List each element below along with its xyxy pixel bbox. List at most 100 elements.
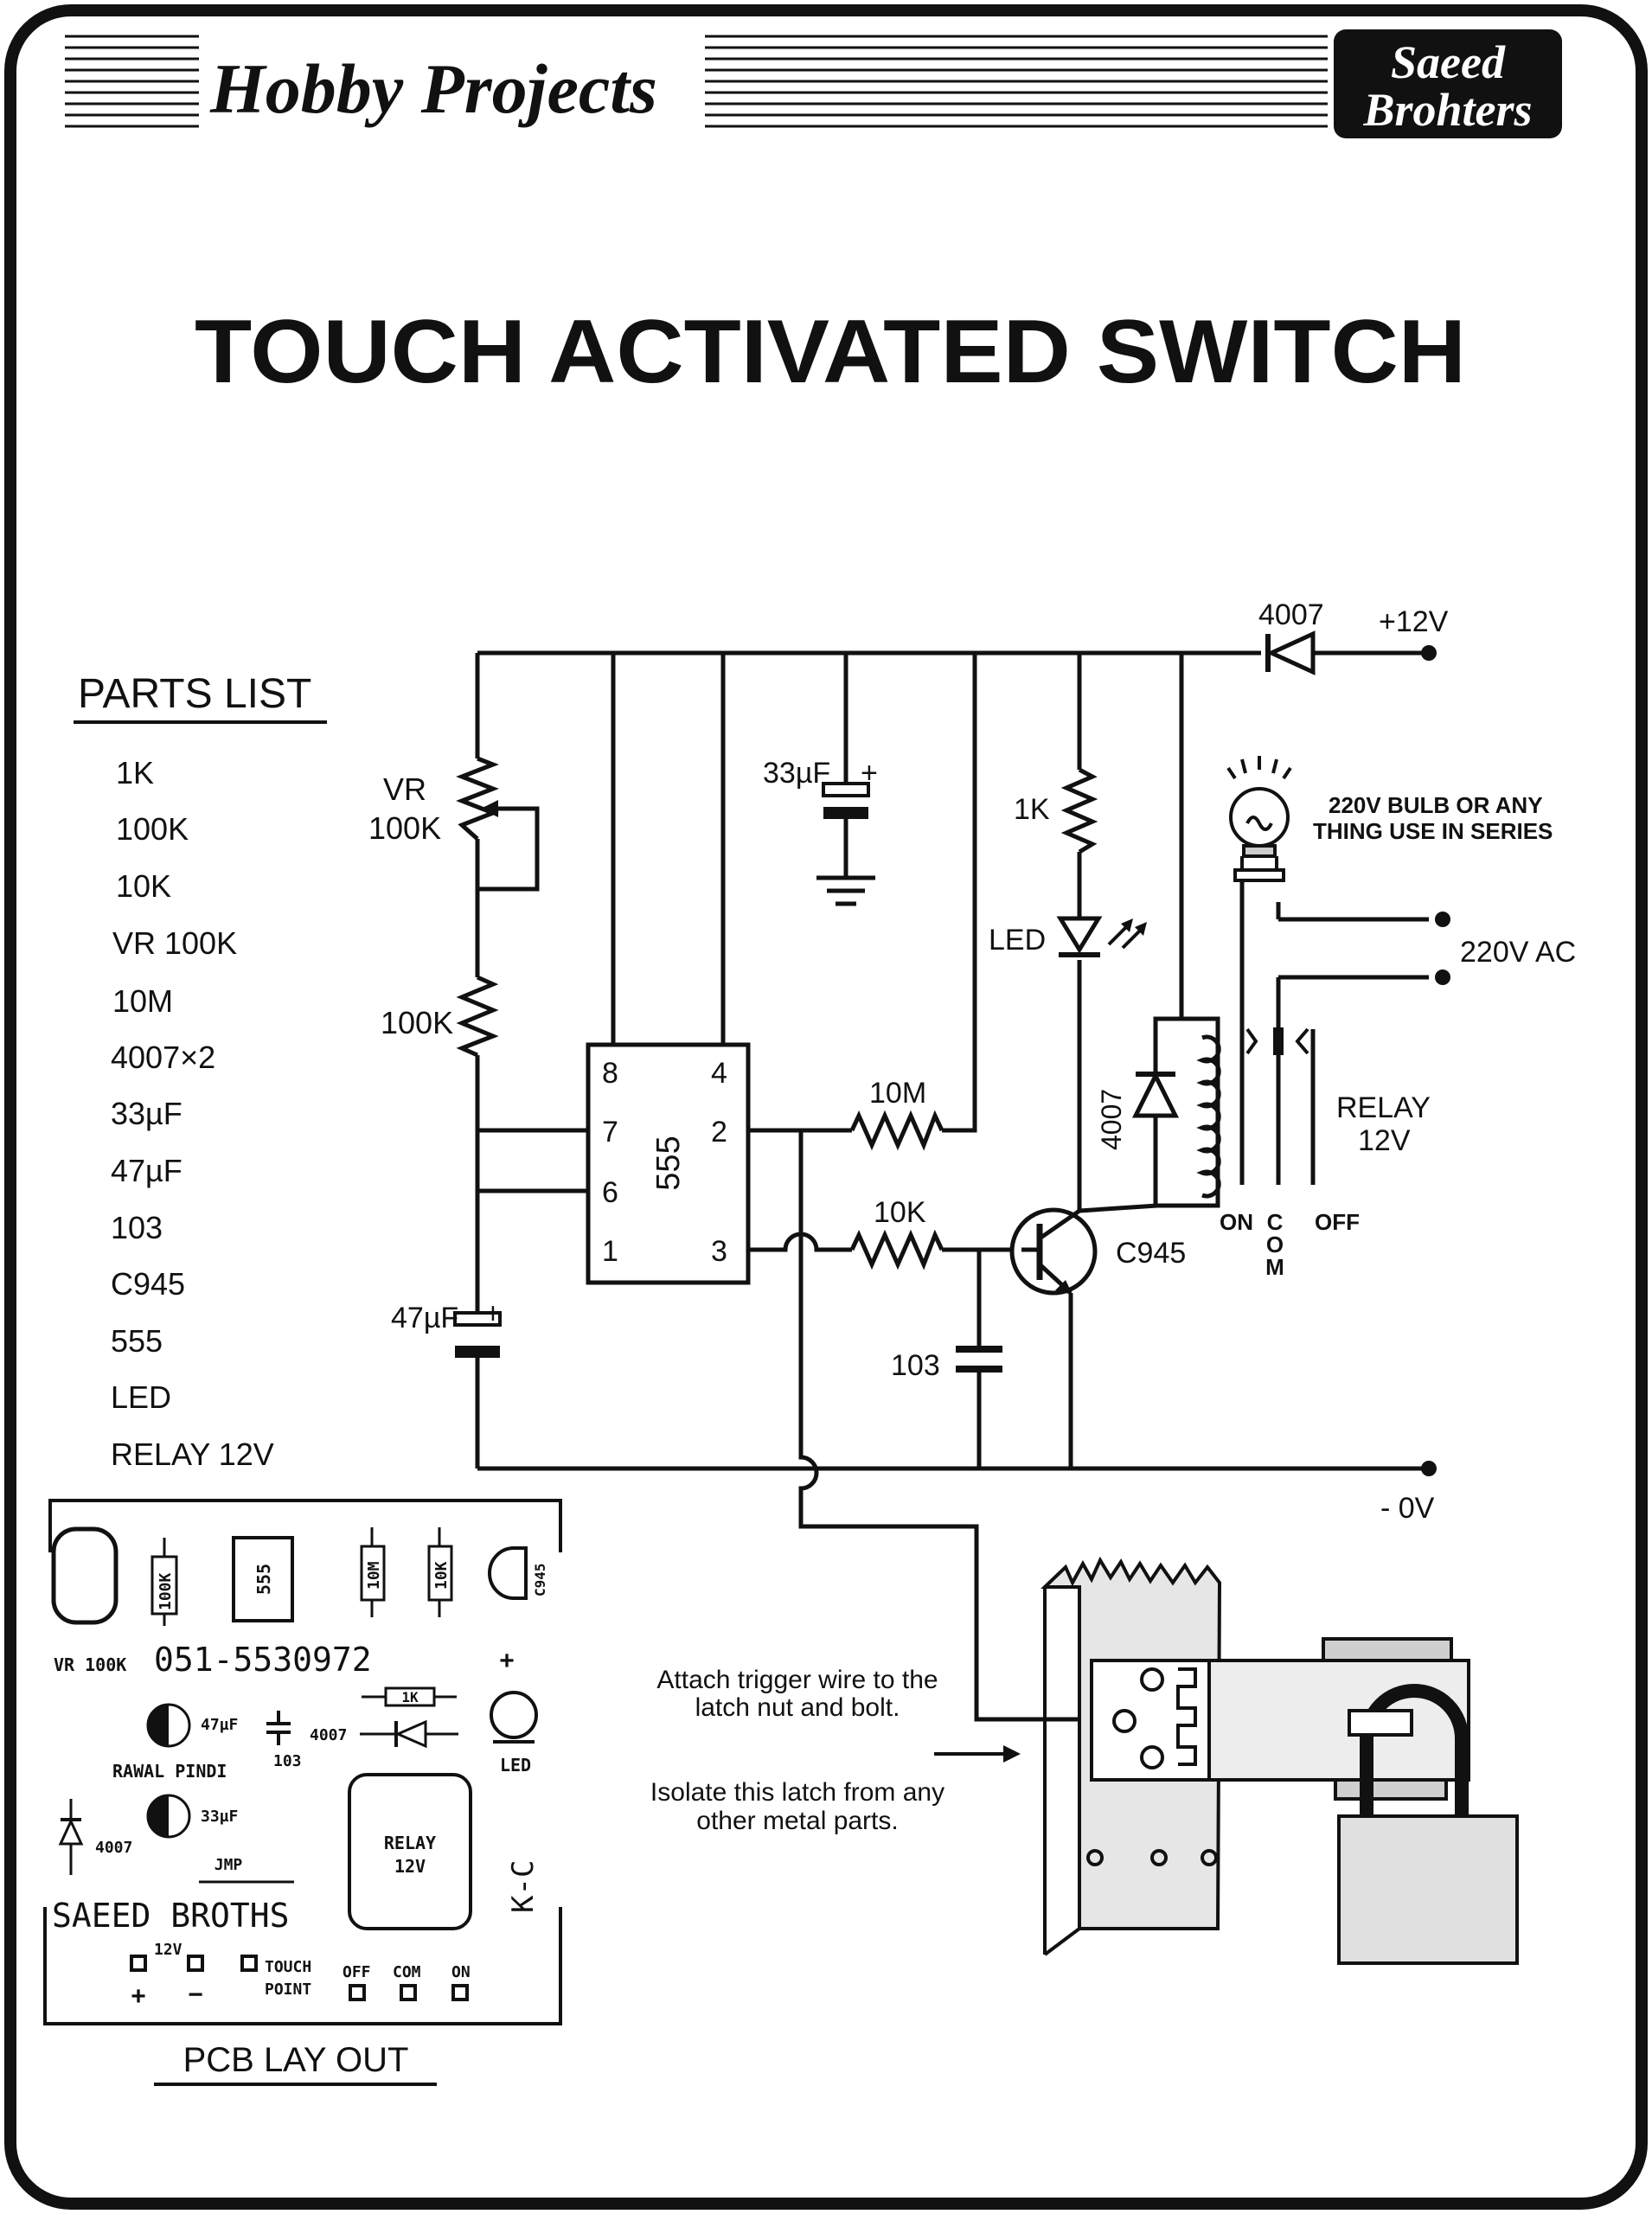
ic-555 [586, 1042, 751, 1285]
pcb-r10m-body [360, 1545, 386, 1602]
junction-dots [1421, 645, 1450, 1476]
part-item: 555 [111, 1323, 163, 1359]
part-item: 103 [111, 1210, 163, 1245]
pcb-relay-body [348, 1773, 472, 1930]
part-item: 10K [116, 868, 171, 904]
relay-coil [1181, 1016, 1221, 1208]
pcb-diode-b-icon [58, 1799, 84, 1875]
supply-neg-label: - 0V [1380, 1492, 1435, 1525]
ic-pin-7: 7 [602, 1116, 618, 1149]
door-latch [1041, 1556, 1519, 1965]
diode-relay [1131, 1071, 1180, 1118]
pcb-12v-label: 12V [154, 1941, 182, 1959]
bulb-icon [1226, 756, 1292, 882]
relay-label-1: RELAY [1336, 1091, 1431, 1124]
resistor-100k-label: 100K [381, 1005, 453, 1040]
part-item: 1K [116, 755, 154, 790]
pcb-city: RAWAL PINDI [112, 1761, 227, 1782]
vr-label-2: 100K [368, 810, 441, 846]
brand-badge [1334, 29, 1562, 138]
resistor-10k-label: 10K [874, 1196, 926, 1229]
pcb-cap103-label: 103 [273, 1752, 302, 1770]
pcb-led-circle [490, 1691, 538, 1739]
pcb-cap33-icon [146, 1794, 191, 1839]
pcb-diode-a-label: 4007 [310, 1726, 347, 1744]
supply-pos-label: +12V [1379, 605, 1449, 638]
pcb-off-label: OFF [343, 1963, 371, 1981]
pcb-com-label: COM [393, 1963, 421, 1981]
pcb-touch-label-2: POINT [265, 1980, 311, 1999]
pcb-r1k-label: 1K [401, 1689, 419, 1705]
pcb-cap47-icon [146, 1703, 191, 1748]
cap-33uf-plus: + [861, 757, 878, 790]
resistor-10k [849, 1229, 944, 1270]
part-item: RELAY 12V [111, 1437, 274, 1472]
ic-pin-labels: 8 4 7 2 6 1 3 [602, 1057, 727, 1268]
brand-line-2: Brohters [1362, 84, 1532, 136]
pcb-kc-label: K-C [506, 1860, 541, 1913]
part-item: 4007×2 [111, 1040, 215, 1075]
contact-off-label: OFF [1315, 1209, 1360, 1235]
page-frame [4, 4, 1648, 2210]
contact-com-letter: O [1266, 1232, 1284, 1257]
contact-on-arrow [1245, 1027, 1258, 1055]
pcb-vr-pad [51, 1526, 118, 1625]
pcb-cap103-icon [266, 1711, 291, 1745]
ic-pin-2: 2 [711, 1116, 727, 1149]
contact-com-blade [1273, 1027, 1284, 1055]
pcb-vr-label: VR 100K [54, 1654, 126, 1675]
parts-list: 1K 100K 10K VR 100K 10M 4007×2 33µF 47µF… [111, 755, 274, 1472]
resistor-10m-label: 10M [869, 1077, 926, 1110]
pcb-led-label: LED [500, 1755, 531, 1776]
cap-47uf-plus: + [484, 1297, 502, 1330]
brand-line-1: Saeed [1391, 36, 1506, 88]
ic-pin-3: 3 [711, 1235, 727, 1268]
pcb-on-label: ON [451, 1963, 471, 1981]
ic-pin-4: 4 [711, 1057, 727, 1090]
pcb-pad-plus: + [131, 1982, 146, 2011]
isolate-note-1: Isolate this latch from any [650, 1778, 944, 1807]
ic-555-label: 555 [650, 1136, 687, 1190]
pcb-r100k-body [150, 1555, 178, 1616]
pcb-layout-label: PCB LAY OUT [183, 2041, 409, 2079]
header-rules-left [65, 35, 199, 128]
pcb-transistor-body [488, 1546, 528, 1600]
pcb-r100k-label: 100K [157, 1572, 175, 1610]
pcb-ic-label: 555 [253, 1564, 274, 1595]
contact-com-letter: M [1265, 1254, 1284, 1280]
led-symbol [1056, 916, 1147, 957]
contact-on-label: ON [1220, 1209, 1253, 1235]
transistor-label: C945 [1116, 1237, 1186, 1270]
isolate-note-2: other metal parts. [696, 1807, 898, 1835]
pcb-touch-label-1: TOUCH [265, 1958, 311, 1976]
cap-33uf [822, 782, 870, 819]
cap-103 [956, 1346, 1002, 1373]
vr-label-1: VR [383, 771, 426, 807]
diode-relay-label: 4007 [1096, 1089, 1127, 1150]
diode-top [1265, 630, 1316, 675]
pcb-r10k-label: 10K [432, 1561, 451, 1590]
pcb-ic-body [232, 1536, 294, 1622]
attach-note-2: latch nut and bolt. [695, 1693, 900, 1722]
ground-symbol [816, 875, 875, 906]
pcb-led-plus: + [499, 1647, 515, 1675]
contact-com-letter: C [1267, 1209, 1284, 1235]
parts-list-heading: PARTS LIST [78, 671, 311, 717]
cap-103-label: 103 [891, 1349, 940, 1382]
resistor-1k-label: 1K [1014, 793, 1050, 826]
header-rules-right [705, 35, 1328, 128]
cap-33uf-label: 33µF [763, 757, 830, 790]
relay-contacts [1239, 880, 1429, 1185]
pcb-phone: 051-5530972 [154, 1641, 372, 1679]
pcb-outline [43, 1499, 562, 2025]
contact-com-label: C O M [1265, 1209, 1284, 1280]
resistor-100k [456, 975, 499, 1058]
cap-47uf [453, 1311, 502, 1358]
part-item: 100K [116, 811, 189, 847]
attach-note-1: Attach trigger wire to the [656, 1666, 938, 1694]
pcb-transistor-label: C945 [532, 1563, 548, 1597]
pcb-pads [130, 1955, 469, 2001]
pcb-r10k-body [427, 1545, 453, 1602]
cap-47uf-label: 47µF [391, 1302, 458, 1334]
